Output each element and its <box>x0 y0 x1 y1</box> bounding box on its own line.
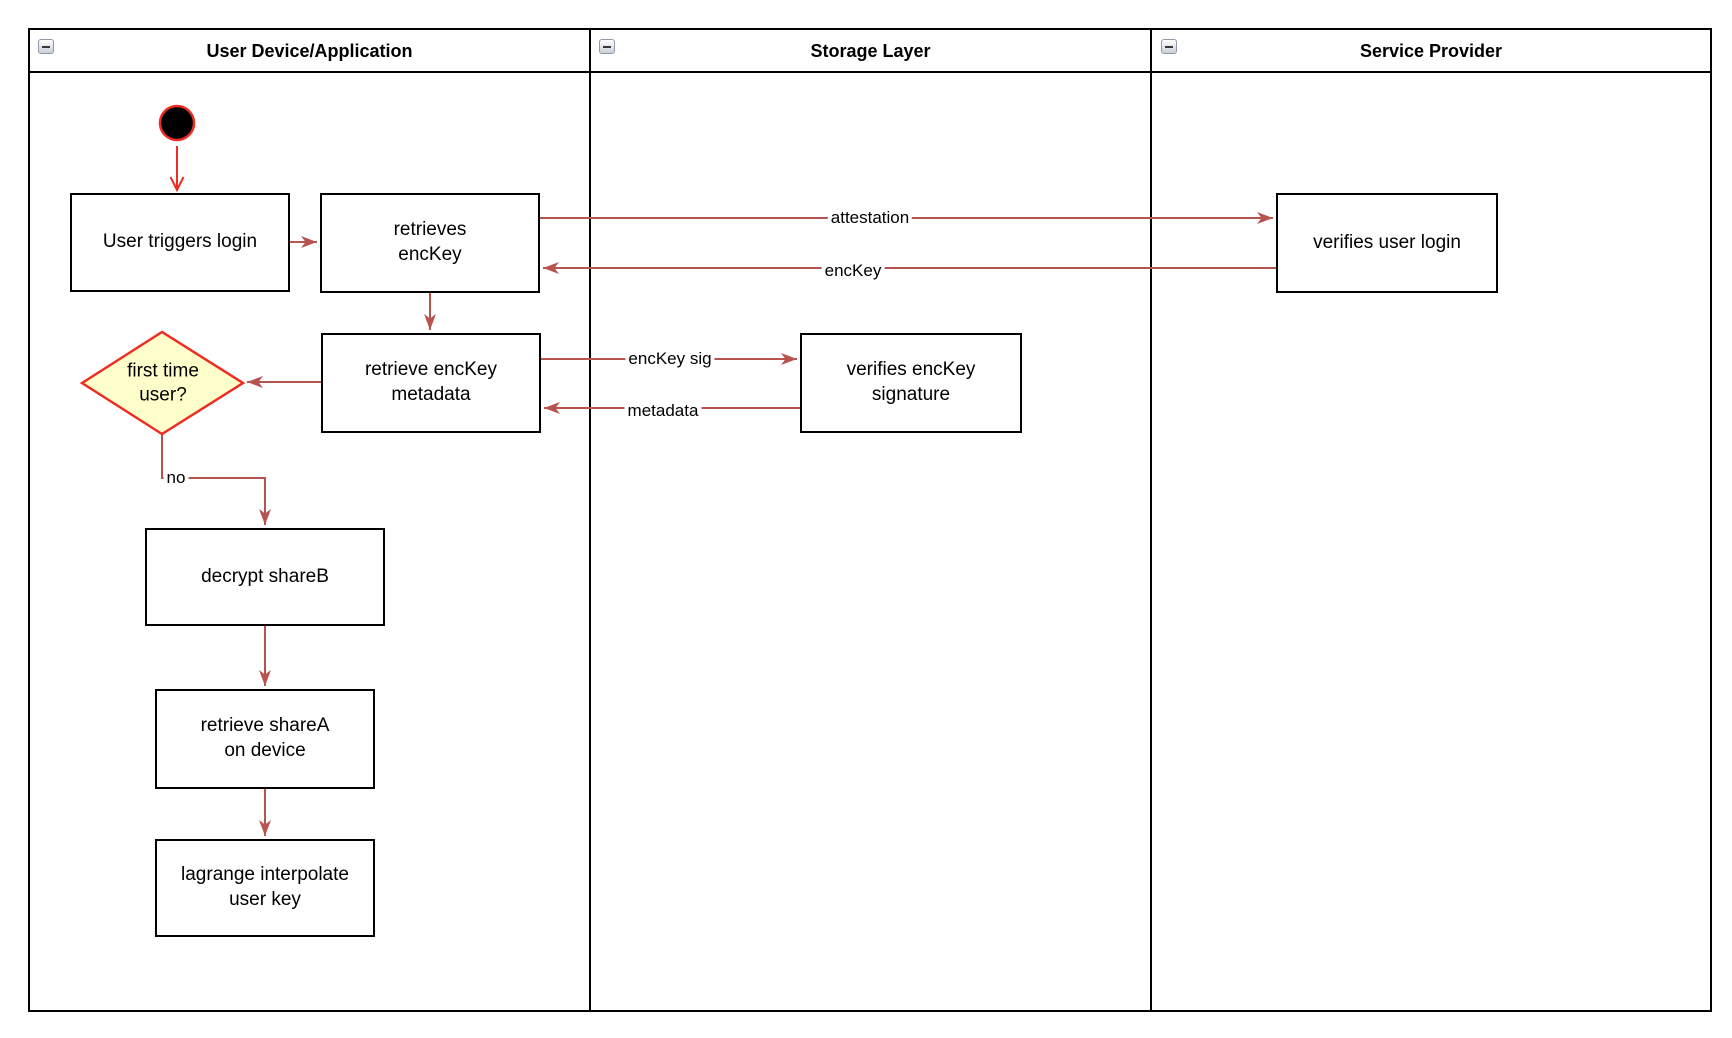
edge-label-attestation: attestation <box>827 207 913 229</box>
collapse-lane-button-minus-icon[interactable] <box>599 39 615 54</box>
lane-title-user-device: User Device/Application <box>206 41 413 61</box>
node-retrieve-sharea-on-device: retrieve shareA on device <box>155 689 375 789</box>
lane-header-divider <box>28 71 1712 73</box>
lane-separator <box>589 28 591 1012</box>
minus-icon <box>1165 45 1173 48</box>
node-user-triggers-login: User triggers login <box>70 193 290 292</box>
edge-label-no: no <box>163 467 189 489</box>
edge-label-enckey: encKey <box>821 260 885 282</box>
lane-separator <box>1150 28 1152 1012</box>
node-verifies-user-login: verifies user login <box>1276 193 1498 293</box>
node-lagrange-interpolate-user-key: lagrange interpolate user key <box>155 839 375 937</box>
decision-label-first-time-user: first time user? <box>127 360 199 405</box>
edge-label-enckey-sig: encKey sig <box>625 348 715 370</box>
initial-node <box>158 104 196 142</box>
minus-icon <box>42 45 50 48</box>
lane-title-storage-layer: Storage Layer <box>810 41 931 61</box>
collapse-lane-button-minus-icon[interactable] <box>1161 39 1177 54</box>
edge-label-metadata: metadata <box>624 400 702 422</box>
lane-title-service-provider: Service Provider <box>1359 41 1503 61</box>
arrow-no-branch <box>161 434 271 525</box>
node-verifies-enckey-signature: verifies encKey signature <box>800 333 1022 433</box>
collapse-lane-button-minus-icon[interactable] <box>38 39 54 54</box>
minus-icon <box>603 45 611 48</box>
decision-diamond <box>79 330 246 436</box>
node-decrypt-shareb: decrypt shareB <box>145 528 385 626</box>
node-retrieves-enckey: retrieves encKey <box>320 193 540 293</box>
node-retrieve-enckey-metadata: retrieve encKey metadata <box>321 333 541 433</box>
